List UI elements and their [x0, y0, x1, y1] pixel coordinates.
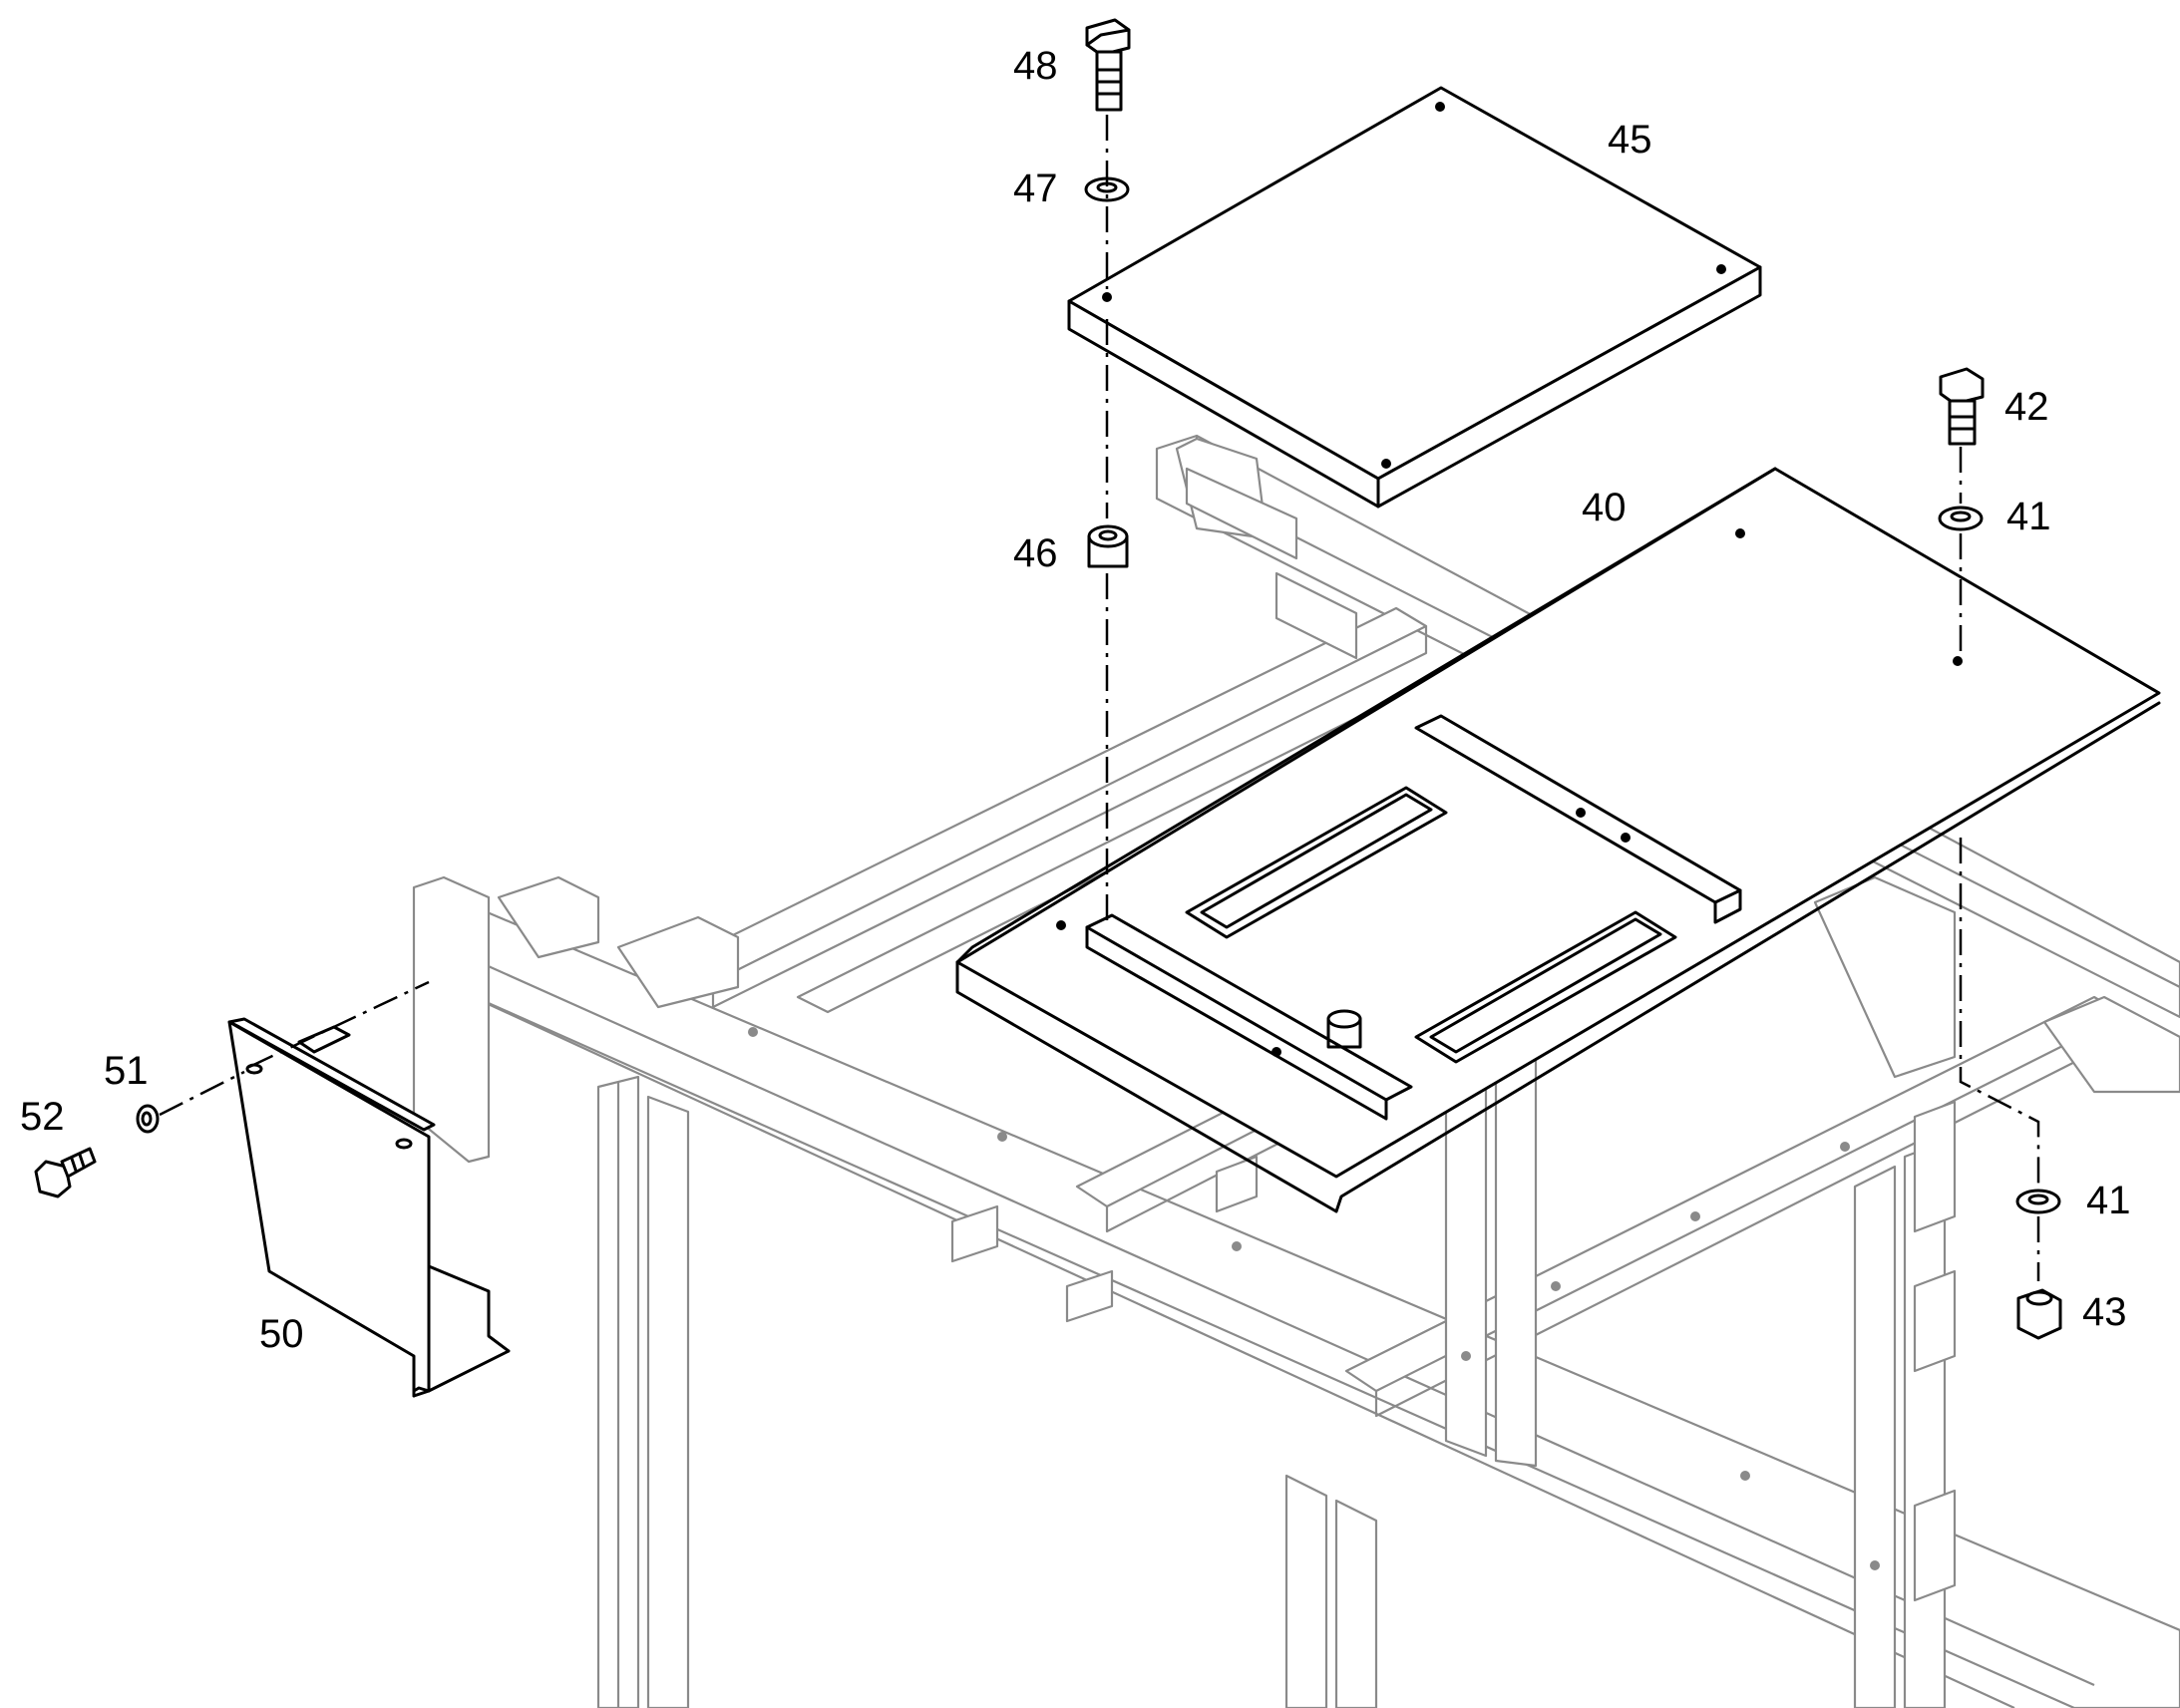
callout-48: 48	[1013, 44, 1058, 88]
spacer-part-46	[1087, 524, 1129, 568]
assembly-center-lines	[159, 115, 2040, 1281]
callout-41-top: 41	[2006, 495, 2051, 538]
top-plate-part-45	[1067, 86, 1762, 509]
callout-43: 43	[2082, 1290, 2127, 1334]
side-bracket-part-50	[227, 1017, 511, 1398]
bolt-part-48	[1085, 18, 1131, 112]
bolt-part-52	[34, 1147, 97, 1198]
callout-46: 46	[1013, 531, 1058, 575]
callout-51: 51	[104, 1049, 149, 1093]
callout-41-bottom: 41	[2086, 1179, 2131, 1222]
callout-52: 52	[20, 1095, 65, 1139]
washer-part-51	[136, 1104, 160, 1134]
callout-50: 50	[259, 1312, 304, 1356]
bolt-part-42	[1939, 367, 1985, 446]
callout-42: 42	[2004, 385, 2049, 429]
washer-part-41-bottom	[2015, 1189, 2061, 1214]
base-plate-part-40	[955, 467, 2161, 1213]
callout-47: 47	[1013, 167, 1058, 210]
callout-45: 45	[1608, 118, 1652, 162]
callout-40: 40	[1582, 486, 1627, 529]
washer-part-41-top	[1938, 506, 1984, 531]
machine-frame	[412, 434, 2180, 1708]
nut-part-43	[2016, 1288, 2062, 1340]
